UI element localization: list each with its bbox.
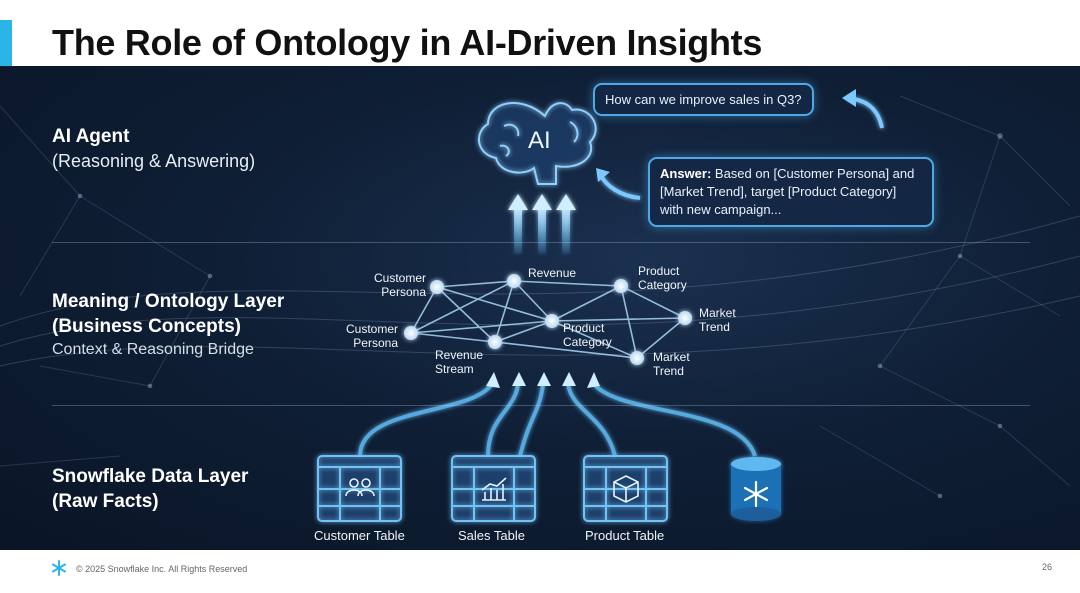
question-bubble: How can we improve sales in Q3? bbox=[593, 83, 814, 116]
slide-title: The Role of Ontology in AI-Driven Insigh… bbox=[52, 22, 763, 63]
data-flow-lines bbox=[358, 382, 757, 457]
node-label-product-category-2: Product Category bbox=[563, 321, 612, 349]
diagram-graphics: AI bbox=[0, 89, 1080, 522]
ontology-edges bbox=[410, 280, 686, 359]
ontology-nodes bbox=[404, 274, 692, 365]
node-label-text: Customer Persona bbox=[346, 322, 399, 350]
layer-divider-top bbox=[52, 242, 1030, 243]
data-layer-label: Snowflake Data Layer (Raw Facts) bbox=[52, 464, 248, 514]
data-flow-arrowheads bbox=[486, 372, 600, 388]
arrow-head-answer bbox=[596, 168, 610, 182]
node-label-revenue-stream: Revenue Stream bbox=[435, 348, 483, 376]
node-label-market-trend-1: Market Trend bbox=[699, 306, 736, 334]
ontology-layer-title: Meaning / Ontology Layer bbox=[52, 291, 285, 312]
node-customer-persona-2 bbox=[404, 326, 418, 340]
layer-divider-bottom bbox=[52, 405, 1030, 406]
node-label-text: Market Trend bbox=[653, 350, 690, 378]
node-market-trend-1 bbox=[678, 311, 692, 325]
agent-layer-label: AI Agent (Reasoning & Answering) bbox=[52, 124, 255, 173]
title-accent-bar bbox=[0, 20, 12, 66]
snowflake-icon bbox=[743, 480, 769, 508]
node-label-market-trend-2: Market Trend bbox=[653, 350, 690, 378]
node-label-text: Customer Persona bbox=[374, 271, 427, 299]
arrow-head-question bbox=[842, 89, 856, 107]
node-customer-persona-1 bbox=[430, 280, 444, 294]
answer-text: Based on [Customer Persona] and [Market … bbox=[660, 166, 915, 217]
ontology-layer-note: Context & Reasoning Bridge bbox=[52, 341, 254, 358]
answer-bubble: Answer: Based on [Customer Persona] and … bbox=[648, 157, 934, 227]
page-number: 26 bbox=[1042, 562, 1053, 572]
people-icon bbox=[345, 478, 375, 497]
node-label-text: Product Category bbox=[638, 264, 687, 292]
agent-layer-title: AI Agent bbox=[52, 126, 130, 147]
footer-copyright: © 2025 Snowflake Inc. All Rights Reserve… bbox=[76, 564, 248, 574]
sales-table-label: Sales Table bbox=[458, 528, 525, 543]
answer-prefix: Answer: bbox=[660, 166, 712, 181]
diagram-panel: AI bbox=[0, 66, 1080, 550]
node-label-revenue: Revenue bbox=[528, 266, 576, 280]
background-network bbox=[0, 95, 1071, 499]
node-label-text: Product Category bbox=[563, 321, 612, 349]
node-label-product-category-1: Product Category bbox=[638, 264, 687, 292]
data-layer-subtitle: (Raw Facts) bbox=[52, 491, 159, 512]
node-label-text: Market Trend bbox=[699, 306, 736, 334]
brain-ai-text: AI bbox=[528, 127, 551, 154]
product-table-label: Product Table bbox=[585, 528, 665, 543]
node-product-category-1 bbox=[614, 279, 628, 293]
node-label-text: Revenue bbox=[528, 266, 577, 280]
ai-brain-icon bbox=[478, 101, 597, 185]
node-product-category-2 bbox=[545, 314, 559, 328]
data-layer-title: Snowflake Data Layer bbox=[52, 466, 249, 487]
snowflake-logo-icon bbox=[52, 560, 66, 576]
node-label-customer-persona-2: Customer Persona bbox=[346, 322, 398, 350]
ontology-layer-label: Meaning / Ontology Layer (Business Conce… bbox=[52, 289, 284, 361]
box-icon bbox=[613, 475, 639, 503]
node-revenue bbox=[507, 274, 521, 288]
ontology-layer-subtitle: (Business Concepts) bbox=[52, 316, 241, 337]
customer-table-icon bbox=[317, 455, 402, 522]
node-label-customer-persona-1: Customer Persona bbox=[374, 271, 426, 299]
customer-table-label: Customer Table bbox=[314, 528, 405, 543]
bar-chart-icon bbox=[481, 477, 507, 501]
upward-arrows bbox=[508, 194, 576, 254]
node-label-text: Revenue Stream bbox=[435, 348, 484, 376]
sales-table-icon bbox=[451, 455, 536, 522]
node-market-trend-2 bbox=[630, 351, 644, 365]
node-revenue-stream bbox=[488, 335, 502, 349]
agent-layer-subtitle: (Reasoning & Answering) bbox=[52, 151, 256, 171]
